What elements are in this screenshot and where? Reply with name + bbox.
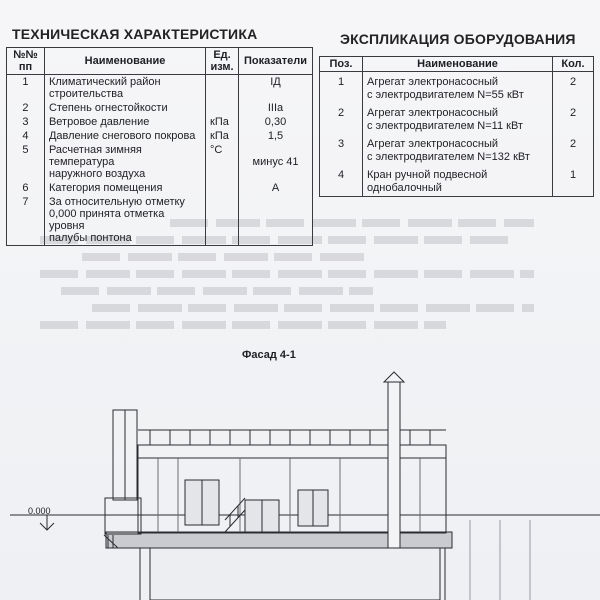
tech-cell-num: 1 [6, 74, 45, 101]
tech-cell-value [238, 195, 313, 246]
equip-col-pos: Поз. [319, 56, 363, 72]
tech-cell-value: А [238, 181, 313, 195]
tech-cell-name: За относительную отметку 0,000 принята о… [43, 195, 207, 246]
stair-block [104, 497, 142, 535]
entrance-stairs [224, 497, 246, 533]
equip-cell-qty: 2 [552, 134, 594, 165]
tech-col-value: Показатели [238, 47, 313, 75]
tech-cell-num: 7 [6, 195, 45, 246]
tech-cell-num: 6 [6, 181, 45, 195]
tech-cell-unit [205, 101, 240, 115]
building-body [137, 444, 447, 534]
equip-cell-pos: 4 [319, 165, 363, 197]
tech-cell-value: 1,5 [238, 129, 313, 143]
tech-col-unit: Ед. изм. [205, 47, 240, 75]
tech-cell-name: Ветровое давление [43, 115, 207, 129]
equip-cell-name: Агрегат электронасосный с электродвигате… [362, 134, 553, 165]
roof-railing [149, 430, 431, 445]
equip-cell-name: Кран ручной подвесной однобалочный [362, 165, 553, 197]
tech-cell-value: IД [238, 74, 313, 101]
facade-title: Фасад 4-1 [242, 349, 296, 361]
tech-cell-num: 5 [6, 143, 45, 181]
tech-header-row: №№ пп Наименование Ед. изм. Показатели [6, 47, 313, 75]
equip-cell-name: Агрегат электронасосный с электродвигате… [362, 71, 553, 103]
level-label: 0.000 [28, 506, 51, 516]
tech-cell-num: 2 [6, 101, 45, 115]
equip-cell-pos: 2 [319, 103, 363, 134]
tech-col-num: №№ пп [6, 47, 45, 75]
equip-col-name: Наименование [362, 56, 553, 72]
tech-cell-name: Категория помещения [43, 181, 207, 195]
tech-heading: ТЕХНИЧЕСКАЯ ХАРАКТЕРИСТИКА [12, 26, 258, 42]
tech-cell-value: IIIa [238, 101, 313, 115]
facade-drawing [10, 371, 600, 600]
tech-table: №№ пп Наименование Ед. изм. Показатели 1… [6, 47, 313, 246]
tech-cell-name: Расчетная зимняя температура наружного в… [43, 143, 207, 181]
equip-cell-qty: 2 [552, 71, 594, 103]
tech-cell-unit: °С [205, 143, 240, 181]
equip-header-row: Поз. Наименование Кол. [319, 56, 594, 72]
tech-cell-unit [205, 74, 240, 101]
equip-cell-pos: 3 [319, 134, 363, 165]
tech-cell-unit [205, 195, 240, 246]
side-stairs [103, 534, 119, 549]
tech-cell-name: Давление снегового покрова [43, 129, 207, 143]
tech-cell-unit: кПа [205, 115, 240, 129]
tech-cell-unit [205, 181, 240, 195]
tech-cell-value: 0,30 [238, 115, 313, 129]
tech-cell-value: минус 41 [238, 143, 313, 181]
tech-cell-name: Климатический район строительства [43, 74, 207, 101]
tech-col-name: Наименование [43, 47, 207, 75]
equip-heading: ЭКСПЛИКАЦИЯ ОБОРУДОВАНИЯ [340, 31, 576, 47]
tech-cell-name: Степень огнестойкости [43, 101, 207, 115]
equip-cell-qty: 2 [552, 103, 594, 134]
equip-cell-name: Агрегат электронасосный с электродвигате… [362, 103, 553, 134]
tech-cell-num: 3 [6, 115, 45, 129]
tech-cell-num: 4 [6, 129, 45, 143]
tech-cell-unit: кПа [205, 129, 240, 143]
equip-cell-pos: 1 [319, 71, 363, 103]
equip-col-qty: Кол. [552, 56, 594, 72]
equip-cell-qty: 1 [552, 165, 594, 197]
